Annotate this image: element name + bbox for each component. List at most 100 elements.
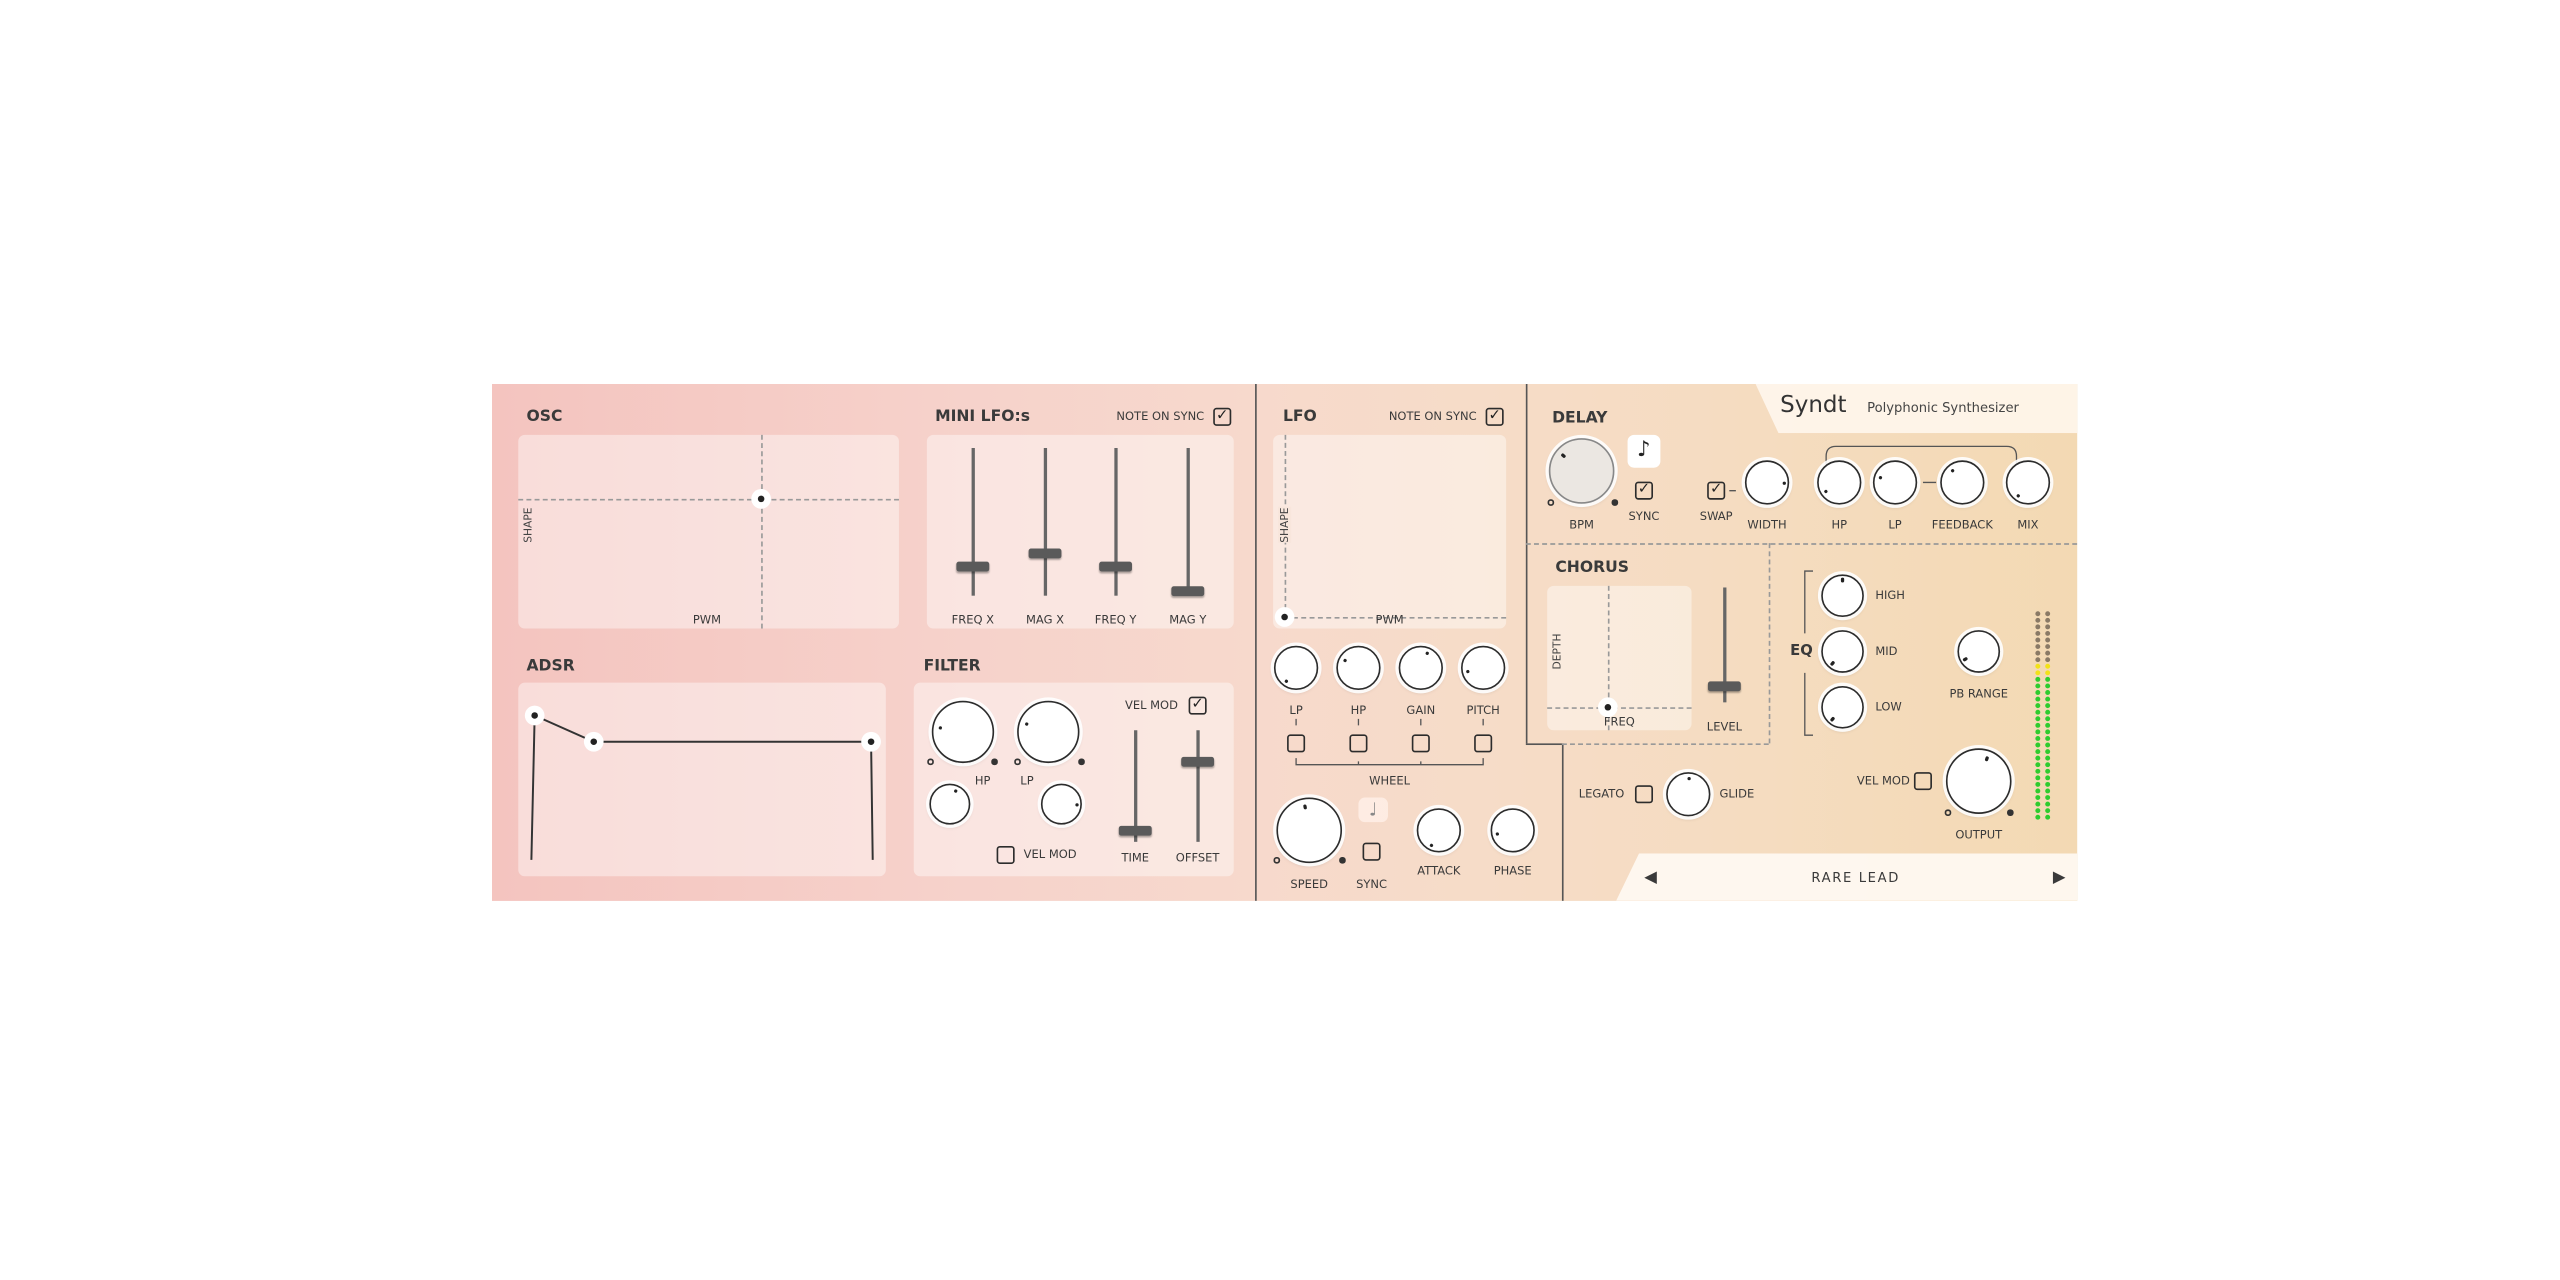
divider	[1561, 743, 1769, 746]
filter-vel-mod-checkbox[interactable]: ✓	[1188, 696, 1207, 715]
meter-led	[2035, 657, 2041, 663]
lfo-note-on-sync-checkbox[interactable]: ✓	[1485, 407, 1504, 426]
meter-led	[2035, 801, 2041, 807]
lfo-speed-label: SPEED	[1290, 877, 1329, 892]
delay-hp-knob[interactable]	[1817, 460, 1862, 505]
legato-checkbox[interactable]	[1634, 785, 1654, 804]
eq-title: EQ	[1790, 643, 1813, 660]
filter-offset-slider[interactable]	[1181, 756, 1215, 766]
lfo-gain-knob[interactable]	[1398, 645, 1443, 691]
eq-mid-knob[interactable]	[1821, 630, 1864, 673]
wheel-lp-checkbox[interactable]	[1287, 734, 1306, 753]
lfo-xy-pad[interactable]: SHAPE PWM	[1273, 434, 1507, 629]
lfo-handle[interactable]	[1274, 607, 1295, 627]
freq-x-slider[interactable]	[956, 561, 990, 571]
meter-led	[2045, 742, 2051, 748]
preset-next-button[interactable]: ▶	[2052, 868, 2066, 887]
meter-led	[2045, 690, 2051, 695]
eq-high-label: HIGH	[1875, 589, 1905, 603]
chorus-level-slider[interactable]	[1707, 681, 1741, 691]
filter-hp-mod-knob[interactable]	[929, 783, 971, 825]
glide-label: GLIDE	[1719, 787, 1755, 801]
meter-led	[2035, 696, 2041, 702]
meter-led	[2035, 617, 2041, 623]
output-knob[interactable]	[1945, 748, 2012, 814]
wheel-gain-checkbox[interactable]	[1411, 734, 1430, 753]
min-marker	[1014, 758, 1020, 765]
delay-swap-checkbox[interactable]: ✓	[1707, 481, 1726, 500]
filter-time-label: TIME	[1121, 851, 1150, 865]
eq-high-knob[interactable]	[1821, 574, 1864, 618]
delay-bpm-knob[interactable]	[1548, 438, 1615, 504]
lfo-speed-knob[interactable]	[1276, 797, 1343, 864]
preset-name[interactable]: RARE LEAD	[1811, 870, 1900, 886]
meter-led	[2035, 775, 2041, 781]
lfo-attack-knob[interactable]	[1416, 808, 1462, 853]
meter-led	[2045, 814, 2051, 820]
adsr-attack-handle[interactable]	[524, 705, 545, 726]
meter-led	[2045, 775, 2051, 781]
filter-vel-mod-checkbox-2[interactable]	[996, 845, 1015, 864]
delay-mix-label: MIX	[2017, 518, 2039, 532]
osc-xy-pad[interactable]: SHAPE PWM	[518, 434, 899, 629]
delay-lp-knob[interactable]	[1872, 460, 1918, 505]
eq-low-knob[interactable]	[1821, 685, 1864, 729]
mag-x-slider[interactable]	[1028, 548, 1062, 558]
divider	[1768, 543, 1771, 744]
meter-led	[2035, 611, 2041, 617]
chorus-xy-pad[interactable]: DEPTH FREQ	[1547, 585, 1692, 731]
lfo-title: LFO	[1282, 407, 1317, 426]
filter-hp-knob[interactable]	[931, 700, 995, 764]
delay-note-icon[interactable]: ♪	[1627, 434, 1661, 468]
filter-vel-mod-label: VEL MOD	[1124, 699, 1178, 713]
chorus-title: CHORUS	[1555, 558, 1630, 577]
delay-feedback-knob[interactable]	[1940, 460, 1985, 505]
adsr-decay-handle[interactable]	[583, 731, 604, 752]
preset-prev-button[interactable]: ◀	[1644, 868, 1657, 887]
delay-mix-knob[interactable]	[2005, 460, 2051, 505]
chorus-handle[interactable]	[1598, 697, 1618, 718]
brand-subtitle: Polyphonic Synthesizer	[1867, 400, 2019, 416]
lfo-lp-knob[interactable]	[1273, 645, 1319, 691]
lfo-sync-checkbox[interactable]	[1362, 842, 1381, 861]
output-vel-mod-checkbox[interactable]	[1913, 772, 1932, 791]
mag-y-slider[interactable]	[1171, 586, 1205, 596]
filter-offset-label: OFFSET	[1175, 851, 1220, 865]
min-marker	[1944, 809, 1951, 816]
glide-knob[interactable]	[1666, 772, 1711, 817]
meter-led	[2045, 801, 2051, 807]
adsr-release-handle[interactable]	[861, 731, 881, 752]
wheel-label: WHEEL	[1369, 774, 1411, 788]
divider	[1525, 743, 1562, 746]
filter-time-slider[interactable]	[1118, 825, 1152, 835]
osc-handle[interactable]	[751, 489, 771, 509]
delay-width-label: WIDTH	[1747, 518, 1787, 532]
lfo-phase-knob[interactable]	[1490, 808, 1535, 853]
lfo-pitch-knob[interactable]	[1461, 645, 1506, 691]
wheel-hp-checkbox[interactable]	[1349, 734, 1368, 753]
meter-led	[2045, 683, 2051, 689]
mini-lfo-note-on-sync-checkbox[interactable]: ✓	[1213, 407, 1232, 426]
meter-led	[2045, 617, 2051, 623]
meter-led	[2045, 729, 2051, 735]
divider	[1255, 384, 1257, 901]
wheel-pitch-checkbox[interactable]	[1474, 734, 1493, 753]
filter-lp-mod-knob[interactable]	[1040, 783, 1082, 825]
eq-bracket	[1804, 570, 1814, 736]
filter-lp-knob[interactable]	[1017, 700, 1080, 764]
chorus-y-label: DEPTH	[1550, 633, 1564, 670]
meter-led	[2035, 644, 2041, 650]
delay-width-knob[interactable]	[1744, 460, 1790, 505]
chorus-x-label: FREQ	[1603, 715, 1635, 729]
meter-led	[2045, 781, 2051, 787]
adsr-envelope[interactable]	[518, 682, 886, 877]
delay-sync-checkbox[interactable]: ✓	[1634, 481, 1654, 500]
meter-led	[2045, 749, 2051, 755]
lfo-hp-knob[interactable]	[1336, 645, 1381, 691]
slider-track	[1723, 587, 1726, 703]
pb-range-knob[interactable]	[1957, 630, 2001, 673]
freq-y-slider[interactable]	[1099, 561, 1132, 571]
brand-header: Syndt Polyphonic Synthesizer	[1755, 384, 2078, 434]
note-icon[interactable]: ♩	[1358, 797, 1388, 823]
slider-track	[971, 447, 975, 596]
